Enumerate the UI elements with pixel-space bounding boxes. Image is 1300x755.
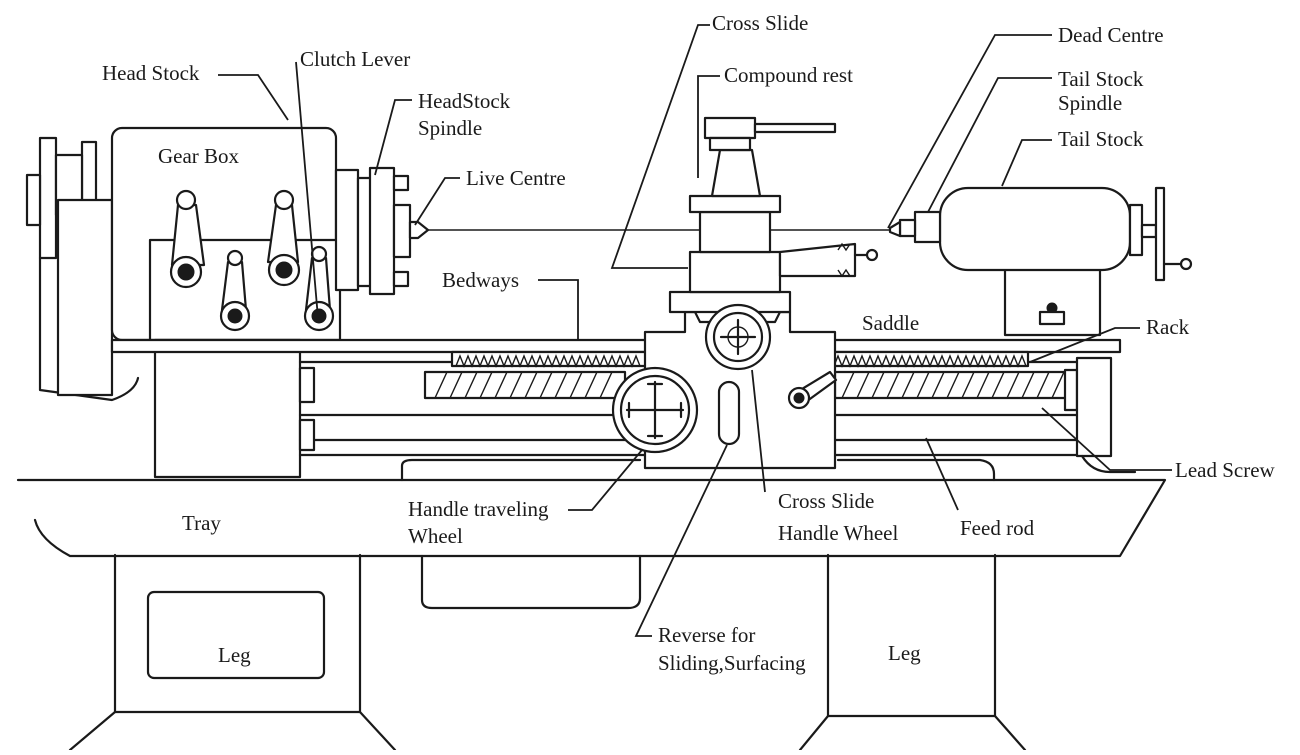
label-saddle: Saddle	[862, 311, 919, 335]
label-feed-rod: Feed rod	[960, 516, 1035, 540]
label-live-centre: Live Centre	[466, 166, 566, 190]
label-compound-rest: Compound rest	[724, 63, 853, 87]
label-tail-stock-spindle-2: Spindle	[1058, 91, 1122, 115]
bed	[110, 338, 1137, 479]
label-reverse-1: Reverse for	[658, 623, 755, 647]
label-handle-traveling-wheel-2: Wheel	[408, 524, 463, 548]
label-dead-centre: Dead Centre	[1058, 23, 1164, 47]
tool-post	[688, 116, 879, 294]
label-leg-left: Leg	[218, 643, 251, 667]
label-head-stock: Head Stock	[102, 61, 200, 85]
label-headstock-spindle-2: Spindle	[418, 116, 482, 140]
carriage	[611, 290, 838, 470]
label-tray: Tray	[182, 511, 221, 535]
tailstock	[888, 186, 1193, 337]
tray	[16, 458, 1167, 610]
label-reverse-2: Sliding,Surfacing	[658, 651, 806, 675]
leader-lines	[218, 24, 1172, 637]
leg-left	[68, 553, 397, 752]
label-rack: Rack	[1146, 315, 1190, 339]
label-lead-screw: Lead Screw	[1175, 458, 1276, 482]
label-bedways: Bedways	[442, 268, 519, 292]
labels: Head Stock Clutch Lever HeadStock Spindl…	[102, 11, 1276, 675]
headstock	[25, 126, 890, 402]
label-clutch-lever: Clutch Lever	[300, 47, 410, 71]
label-cross-slide-handle-wheel-1: Cross Slide	[778, 489, 874, 513]
label-leg-right: Leg	[888, 641, 921, 665]
leg-right	[798, 553, 1027, 752]
label-tail-stock: Tail Stock	[1058, 127, 1144, 151]
label-headstock-spindle-1: HeadStock	[418, 89, 511, 113]
label-tail-stock-spindle-1: Tail Stock	[1058, 67, 1144, 91]
gear-levers	[169, 189, 335, 332]
label-handle-traveling-wheel-1: Handle traveling	[408, 497, 549, 521]
label-gear-box: Gear Box	[158, 144, 240, 168]
label-cross-slide-handle-wheel-2: Handle Wheel	[778, 521, 898, 545]
label-cross-slide: Cross Slide	[712, 11, 808, 35]
